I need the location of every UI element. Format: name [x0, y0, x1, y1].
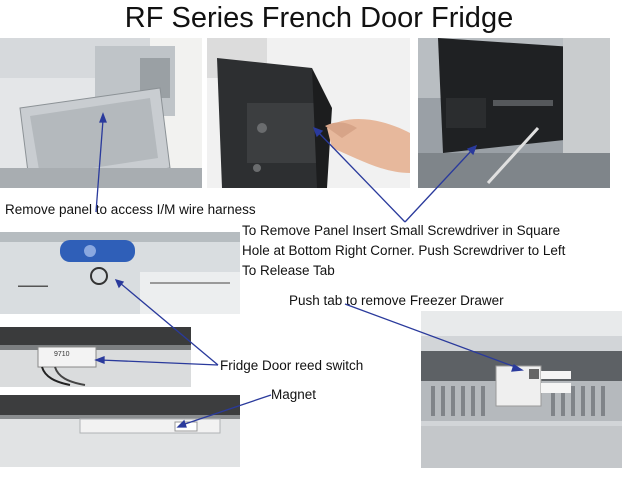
photo-magnet: [0, 395, 240, 467]
photo-panel-hand: [207, 38, 410, 188]
caption-magnet: Magnet: [271, 387, 317, 402]
slide-title: RF Series French Door Fridge: [124, 2, 514, 34]
photo-interior-panel: [0, 38, 202, 188]
reed-switch-tag-label: 9710: [54, 351, 70, 358]
caption-remove-panel: Remove panel to access I/M wire harness: [5, 202, 256, 217]
caption-reed-switch: Fridge Door reed switch: [220, 358, 364, 373]
caption-push-tab: Push tab to remove Freezer Drawer: [289, 293, 504, 308]
photo-screwdriver: [418, 38, 610, 188]
caption-screwdriver-line2: Hole at Bottom Right Corner. Push Screwd…: [242, 243, 566, 258]
caption-screwdriver-line3: To Release Tab: [242, 263, 335, 278]
photo-reed-switch: 9710: [0, 327, 191, 387]
photo-reed-panel: ▬▬▬▬▬▬: [0, 232, 240, 314]
svg-text:▬▬▬▬▬▬: ▬▬▬▬▬▬: [18, 283, 48, 289]
caption-screwdriver-line1: To Remove Panel Insert Small Screwdriver…: [242, 223, 561, 238]
photo-freezer-drawer: [421, 311, 622, 468]
